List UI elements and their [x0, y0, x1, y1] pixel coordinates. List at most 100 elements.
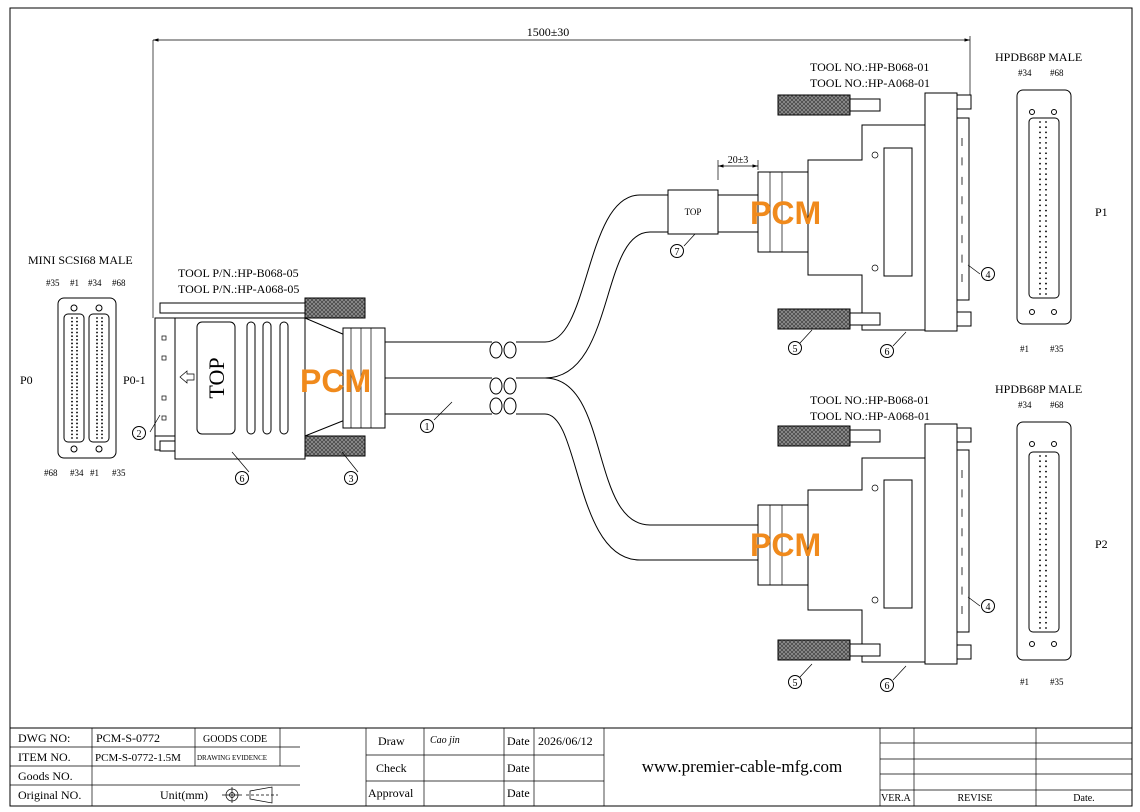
pin-dot [71, 404, 73, 407]
pin-dot [1039, 569, 1041, 572]
version-label: VER.A [881, 793, 912, 804]
pin-dot [96, 317, 98, 319]
p0-pin-label: #68 [112, 278, 126, 288]
cable-bundle [385, 194, 758, 561]
pin-dot [1039, 465, 1041, 468]
pin-dot [1039, 507, 1041, 510]
pin-dot [1045, 574, 1047, 577]
pin-dot [76, 408, 78, 410]
pin-dot [71, 317, 73, 319]
pin-dot [71, 415, 73, 418]
pin-dot [1045, 162, 1047, 165]
date-label: Date [507, 761, 530, 775]
logo-p0: PCM [300, 363, 371, 399]
pin-dot [1039, 214, 1041, 217]
pin-dot [1039, 475, 1041, 478]
pin-dot [96, 338, 98, 341]
pin-dot [71, 437, 73, 439]
pin-dot [76, 375, 78, 378]
pin-dot [71, 331, 73, 334]
pin-dot [101, 346, 103, 348]
pin-dot [1039, 616, 1041, 619]
top-label-text: TOP [685, 207, 702, 217]
pin-dot [76, 342, 78, 345]
pin-dot [1045, 621, 1047, 624]
pin-dot [1039, 136, 1041, 139]
original-no-label: Original NO. [18, 788, 81, 802]
pin-dot [1039, 533, 1041, 536]
pin-dot [76, 360, 78, 363]
pin-dot [96, 426, 98, 428]
pin-dot [71, 368, 73, 370]
p0-pin-label: #34 [70, 468, 84, 478]
pin-dot [1045, 194, 1047, 196]
pin-dot [1045, 611, 1047, 614]
balloon-4: 4 [986, 270, 991, 281]
pin-dot [101, 389, 103, 392]
pin-dot [1045, 261, 1047, 264]
pin-dot [76, 429, 78, 432]
p0-pinout: MINI SCSI68 MALE #35 #1 #34 #68 #68 #34 … [20, 253, 133, 478]
pin-dot [1039, 559, 1041, 562]
pin-dot [101, 408, 103, 410]
dwg-no-label: DWG NO: [18, 731, 70, 745]
pin-dot [76, 357, 78, 359]
p1-pin-label: #68 [1050, 68, 1064, 78]
pin-dot [1045, 627, 1047, 629]
pin-dot [76, 378, 78, 381]
draw-label: Draw [378, 734, 405, 748]
pin-dot [76, 411, 78, 414]
pin-dot [1039, 235, 1041, 238]
pin-dot [1045, 543, 1047, 546]
pin-dot [96, 342, 98, 345]
pin-dot [76, 422, 78, 425]
pin-dot [1039, 606, 1041, 609]
dwg-no-value: PCM-S-0772 [96, 731, 160, 745]
p1-pin-label: #1 [1020, 344, 1029, 354]
pin-dot [1039, 126, 1041, 129]
pin-dot [1039, 486, 1041, 489]
p0-sub-label: P0-1 [123, 373, 146, 387]
p0-title: MINI SCSI68 MALE [28, 253, 133, 267]
pin-dot [71, 335, 73, 338]
pin-dot [101, 400, 103, 403]
pin-dot [76, 324, 78, 327]
check-label: Check [376, 761, 407, 775]
pin-dot [76, 386, 78, 388]
item-no-value: PCM-S-0772-1.5M [95, 752, 181, 764]
balloon-5: 5 [793, 678, 798, 689]
pin-dot [1039, 230, 1041, 233]
pin-dot [71, 338, 73, 341]
pin-dot [76, 338, 78, 341]
pin-dot [76, 393, 78, 396]
pin-dot [1045, 606, 1047, 609]
pin-dot [1045, 475, 1047, 478]
pin-dot [71, 411, 73, 414]
pin-dot [96, 353, 98, 356]
pin-dot [96, 368, 98, 370]
pin-dot [76, 368, 78, 370]
pin-dot [96, 346, 98, 348]
pin-dot [1039, 574, 1041, 577]
pin-dot [1039, 256, 1041, 259]
p1-pin-label: #35 [1050, 344, 1064, 354]
pin-dot [1039, 141, 1041, 144]
p0-top-text: TOP [204, 357, 229, 398]
pin-dot [101, 331, 103, 334]
pin-dot [1039, 157, 1041, 160]
pin-dot [71, 386, 73, 388]
pin-dot [1045, 152, 1047, 155]
pin-dot [71, 328, 73, 330]
pin-dot [71, 353, 73, 356]
p2-label: P2 [1095, 537, 1108, 551]
pin-dot [1045, 564, 1047, 567]
pin-dot [1045, 616, 1047, 619]
drawing-frame [9, 7, 1133, 807]
pin-dot [71, 422, 73, 425]
pin-dot [71, 400, 73, 403]
pin-dot [96, 364, 98, 367]
title-block: DWG NO: PCM-S-0772 GOODS CODE ITEM NO. P… [10, 727, 1132, 806]
thumbscrew-bottom [304, 435, 366, 457]
pin-dot [71, 433, 73, 436]
pin-dot [96, 375, 98, 378]
